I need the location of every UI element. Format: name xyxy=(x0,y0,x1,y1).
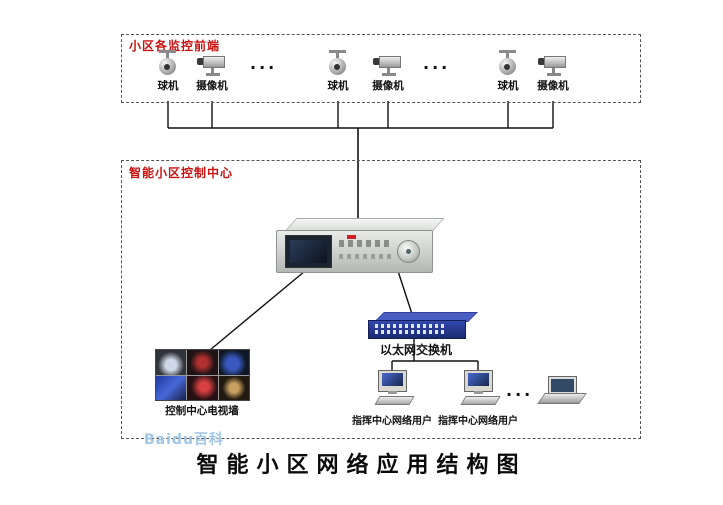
box-camera-unit: 摄像机 xyxy=(535,50,571,93)
camera-ellipsis: ··· xyxy=(423,58,451,77)
ethernet-switch-icon xyxy=(368,312,478,340)
control-center-box-label: 智能小区控制中心 xyxy=(129,166,234,180)
switch-ports xyxy=(375,324,447,328)
tv-wall-cell xyxy=(156,375,187,400)
tv-wall-cell xyxy=(187,350,218,375)
dvr-buttons xyxy=(339,240,391,247)
dvr-screen xyxy=(285,235,332,268)
tv-wall-label: 控制中心电视墙 xyxy=(165,405,239,417)
dvr-buttons xyxy=(339,254,391,259)
switch-front-panel xyxy=(368,320,466,339)
dome-camera-label: 球机 xyxy=(497,80,519,92)
box-camera-icon xyxy=(373,50,403,77)
box-camera-icon xyxy=(538,50,568,77)
dvr-jog-knob xyxy=(397,240,420,263)
switch-ports xyxy=(375,330,447,334)
dome-camera-icon xyxy=(325,50,351,77)
baidu-watermark: Baidu百科 xyxy=(144,432,224,448)
user-label: 指挥中心网络用户 xyxy=(438,416,518,427)
camera-ellipsis: ··· xyxy=(250,58,278,77)
tv-wall-cell xyxy=(187,375,218,400)
tv-wall-cell xyxy=(156,350,187,375)
tv-wall-cell xyxy=(218,350,249,375)
desktop-pc-icon xyxy=(457,370,501,410)
box-camera-unit: 摄像机 xyxy=(194,50,230,93)
tv-wall-cell xyxy=(218,375,249,400)
dome-camera-icon xyxy=(155,50,181,77)
tv-wall-image xyxy=(155,349,250,401)
dome-camera-unit: 球机 xyxy=(320,50,356,93)
dome-camera-label: 球机 xyxy=(157,80,179,92)
dvr-front-panel xyxy=(276,230,433,273)
switch-label: 以太网交换机 xyxy=(379,343,452,357)
box-camera-label: 摄像机 xyxy=(537,80,569,92)
user-label: 指挥中心网络用户 xyxy=(352,416,432,427)
dome-camera-label: 球机 xyxy=(327,80,349,92)
front-end-box-label: 小区各监控前端 xyxy=(129,39,221,53)
desktop-pc-icon xyxy=(371,370,415,410)
dome-camera-icon xyxy=(495,50,521,77)
user-ellipsis: ... xyxy=(506,381,534,400)
box-camera-label: 摄像机 xyxy=(196,80,228,92)
front-end-box xyxy=(121,34,641,103)
diagram-title: 智能小区网络应用结构图 xyxy=(196,453,527,478)
control-center-box xyxy=(121,160,641,439)
laptop-icon xyxy=(537,376,587,406)
dome-camera-unit: 球机 xyxy=(490,50,526,93)
box-camera-unit: 摄像机 xyxy=(370,50,406,93)
box-camera-label: 摄像机 xyxy=(372,80,404,92)
box-camera-icon xyxy=(197,50,227,77)
dvr-led xyxy=(347,235,356,239)
dvr-device xyxy=(276,218,445,274)
dome-camera-unit: 球机 xyxy=(150,50,186,93)
